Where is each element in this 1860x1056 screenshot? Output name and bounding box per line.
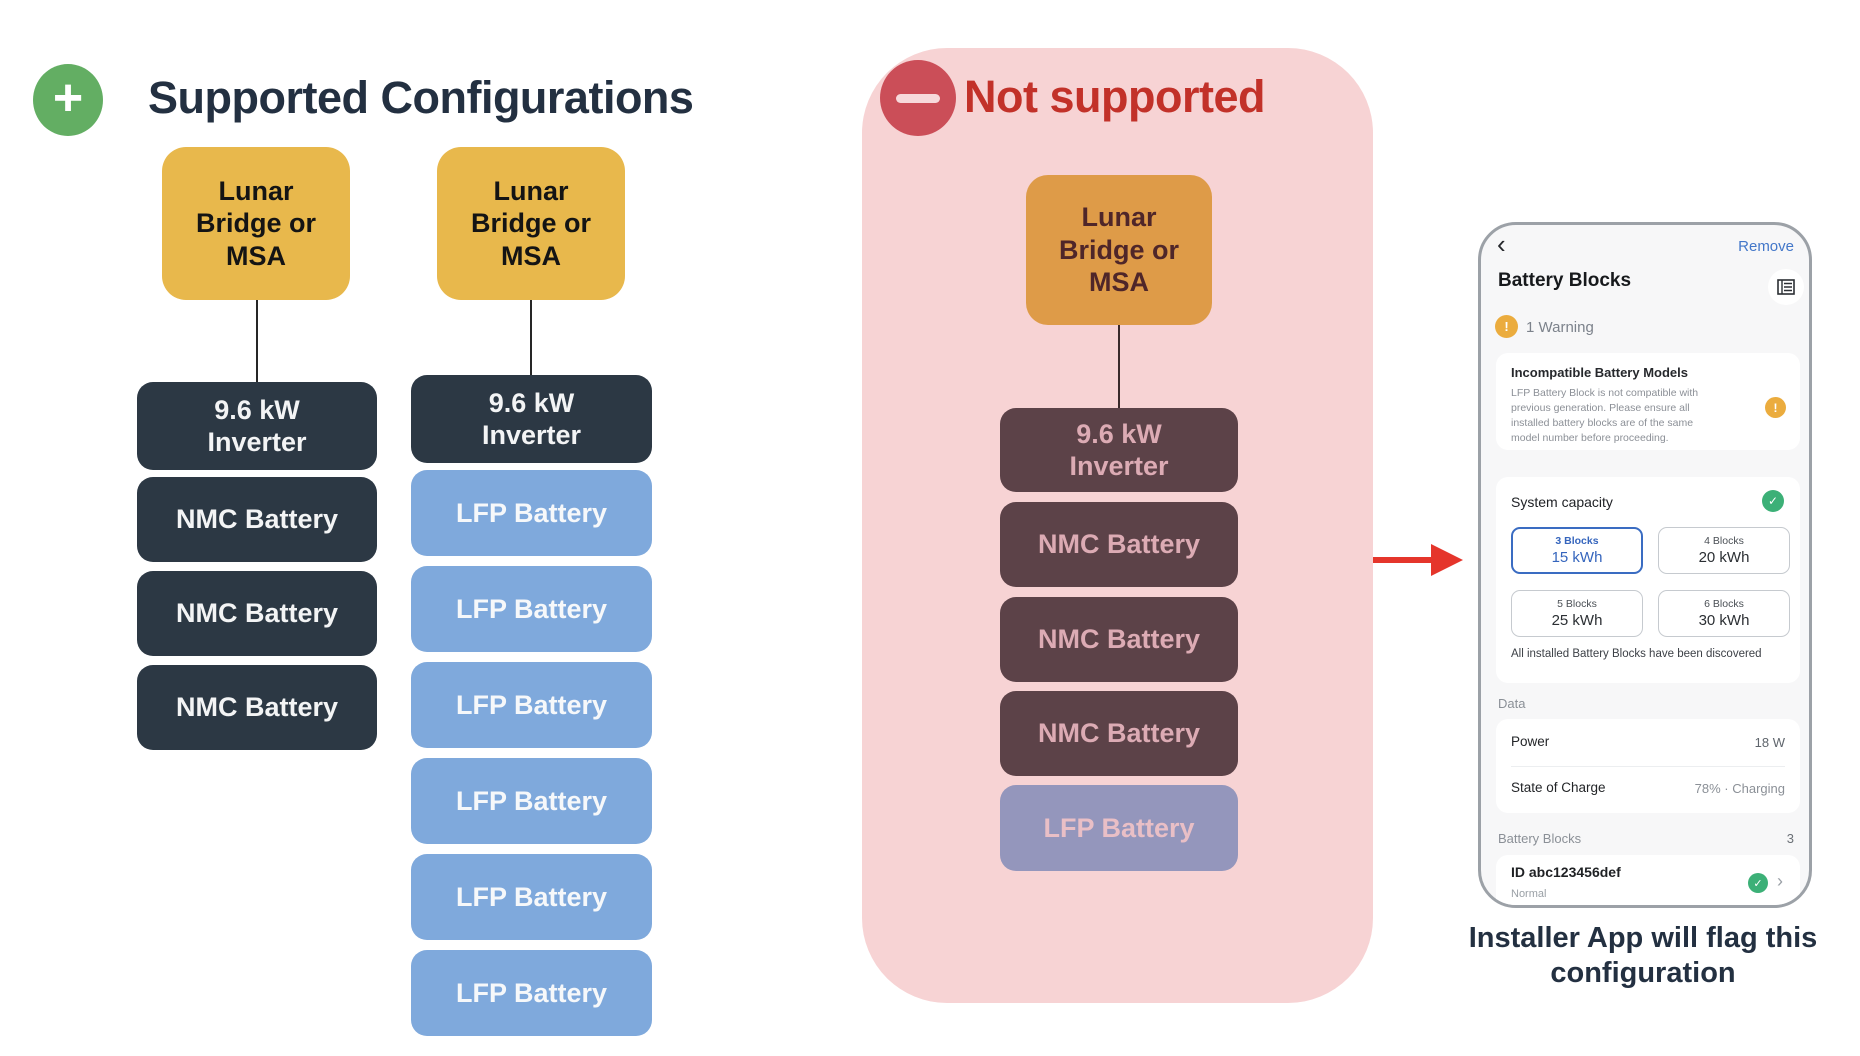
forward-chevron-icon: › [1777,871,1783,891]
battery-box: NMC Battery [1000,502,1238,587]
battery-box: LFP Battery [411,758,652,844]
capacity-option-5-blocks[interactable]: 5 Blocks 25 kWh [1511,590,1643,637]
battery-block-row[interactable]: ID abc123456def Normal ✓ › [1496,855,1800,905]
battery-blocks-section-label: Battery Blocks [1498,831,1582,846]
caption: Installer App will flag this configurati… [1468,922,1818,989]
battery-label: LFP Battery [455,593,608,624]
connector-line [256,300,258,382]
data-section-label: Data [1498,696,1526,711]
option-kwh: 30 kWh [1698,612,1750,629]
battery-block-status: Normal [1511,888,1547,900]
battery-box: LFP Battery [411,566,652,652]
lunar-bridge-label: Lunar Bridge or MSA [1058,202,1179,298]
system-capacity-title: System capacity [1511,494,1613,510]
remove-button[interactable]: Remove [1738,238,1794,255]
warning-icon: ! [1765,397,1786,418]
battery-blocks-count: 3 [1786,831,1794,846]
lunar-bridge-label: Lunar Bridge or MSA [470,175,591,271]
check-icon: ✓ [1762,490,1784,512]
warning-card-body: LFP Battery Block is not compatible with… [1511,387,1699,444]
battery-box: NMC Battery [1000,597,1238,682]
warning-card-title: Incompatible Battery Models [1511,365,1688,380]
warning-count: 1 Warning [1526,319,1594,336]
inverter-box: 9.6 kW Inverter [411,375,652,463]
arrow-head-icon [1431,544,1463,576]
arrow-line [1373,557,1435,563]
power-value: 18 W [1754,735,1785,750]
inverter-box: 9.6 kW Inverter [137,382,377,470]
battery-label: LFP Battery [455,881,608,912]
capacity-option-3-blocks[interactable]: 3 Blocks 15 kWh [1511,527,1643,574]
battery-block-id: ID abc123456def [1511,864,1621,880]
battery-box: LFP Battery [411,662,652,748]
battery-box: NMC Battery [137,665,377,750]
option-kwh: 20 kWh [1698,549,1750,566]
minus-glyph [896,93,940,103]
battery-label: NMC Battery [175,504,339,535]
check-icon: ✓ [1748,873,1768,893]
battery-box: LFP Battery [411,854,652,940]
warning-card: Incompatible Battery Models LFP Battery … [1496,353,1800,450]
screen-title: Battery Blocks [1498,270,1632,291]
battery-label: LFP Battery [455,785,608,816]
minus-icon [880,60,956,136]
battery-label: NMC Battery [175,692,339,723]
battery-label: LFP Battery [455,689,608,720]
power-label: Power [1511,734,1550,749]
lunar-bridge-label: Lunar Bridge or MSA [195,175,316,271]
plus-icon: + [33,64,103,136]
battery-label: NMC Battery [1037,718,1201,749]
soc-value: 78% · Charging [1694,781,1785,796]
lunar-bridge-box: Lunar Bridge or MSA [437,147,625,300]
option-blocks: 3 Blocks [1555,535,1599,547]
battery-label: NMC Battery [1037,624,1201,655]
battery-label: NMC Battery [175,598,339,629]
inverter-label: 9.6 kW Inverter [1069,418,1169,481]
rack-glyph [1777,279,1795,295]
plus-glyph: + [52,69,84,127]
soc-label: State of Charge [1511,780,1606,795]
connector-line [1118,325,1120,408]
option-kwh: 25 kWh [1551,612,1603,629]
inverter-box: 9.6 kW Inverter [1000,408,1238,492]
battery-box: NMC Battery [1000,691,1238,776]
divider [1511,766,1785,767]
inverter-label: 9.6 kW Inverter [207,394,307,457]
battery-label: LFP Battery [455,497,608,528]
back-chevron-icon[interactable]: ‹ [1497,229,1506,259]
option-blocks: 6 Blocks [1704,598,1744,610]
battery-rack-icon[interactable] [1768,269,1804,305]
battery-box: LFP Battery [411,950,652,1036]
battery-box: NMC Battery [137,477,377,562]
connector-line [530,300,532,377]
warning-icon: ! [1495,315,1518,338]
battery-box: LFP Battery [411,470,652,556]
inverter-label: 9.6 kW Inverter [481,387,582,450]
battery-box: LFP Battery [1000,785,1238,871]
battery-label: NMC Battery [1037,529,1201,560]
lunar-bridge-box: Lunar Bridge or MSA [1026,175,1212,325]
option-kwh: 15 kWh [1551,549,1603,566]
capacity-option-4-blocks[interactable]: 4 Blocks 20 kWh [1658,527,1790,574]
battery-box: NMC Battery [137,571,377,656]
lunar-bridge-box: Lunar Bridge or MSA [162,147,350,300]
battery-label: LFP Battery [455,977,608,1008]
data-card: Power 18 W State of Charge 78% · Chargin… [1496,719,1800,813]
supported-title: Supported Configurations [148,72,694,123]
not-supported-title: Not supported [964,71,1265,122]
capacity-footnote: All installed Battery Blocks have been d… [1511,648,1762,660]
option-blocks: 4 Blocks [1704,535,1744,547]
battery-label: LFP Battery [1043,812,1195,843]
capacity-option-6-blocks[interactable]: 6 Blocks 30 kWh [1658,590,1790,637]
option-blocks: 5 Blocks [1557,598,1597,610]
installer-app-phone: ‹ Remove Battery Blocks ! 1 Warning Inco… [1478,222,1812,908]
system-capacity-card: System capacity ✓ 3 Blocks 15 kWh 4 Bloc… [1496,477,1800,683]
